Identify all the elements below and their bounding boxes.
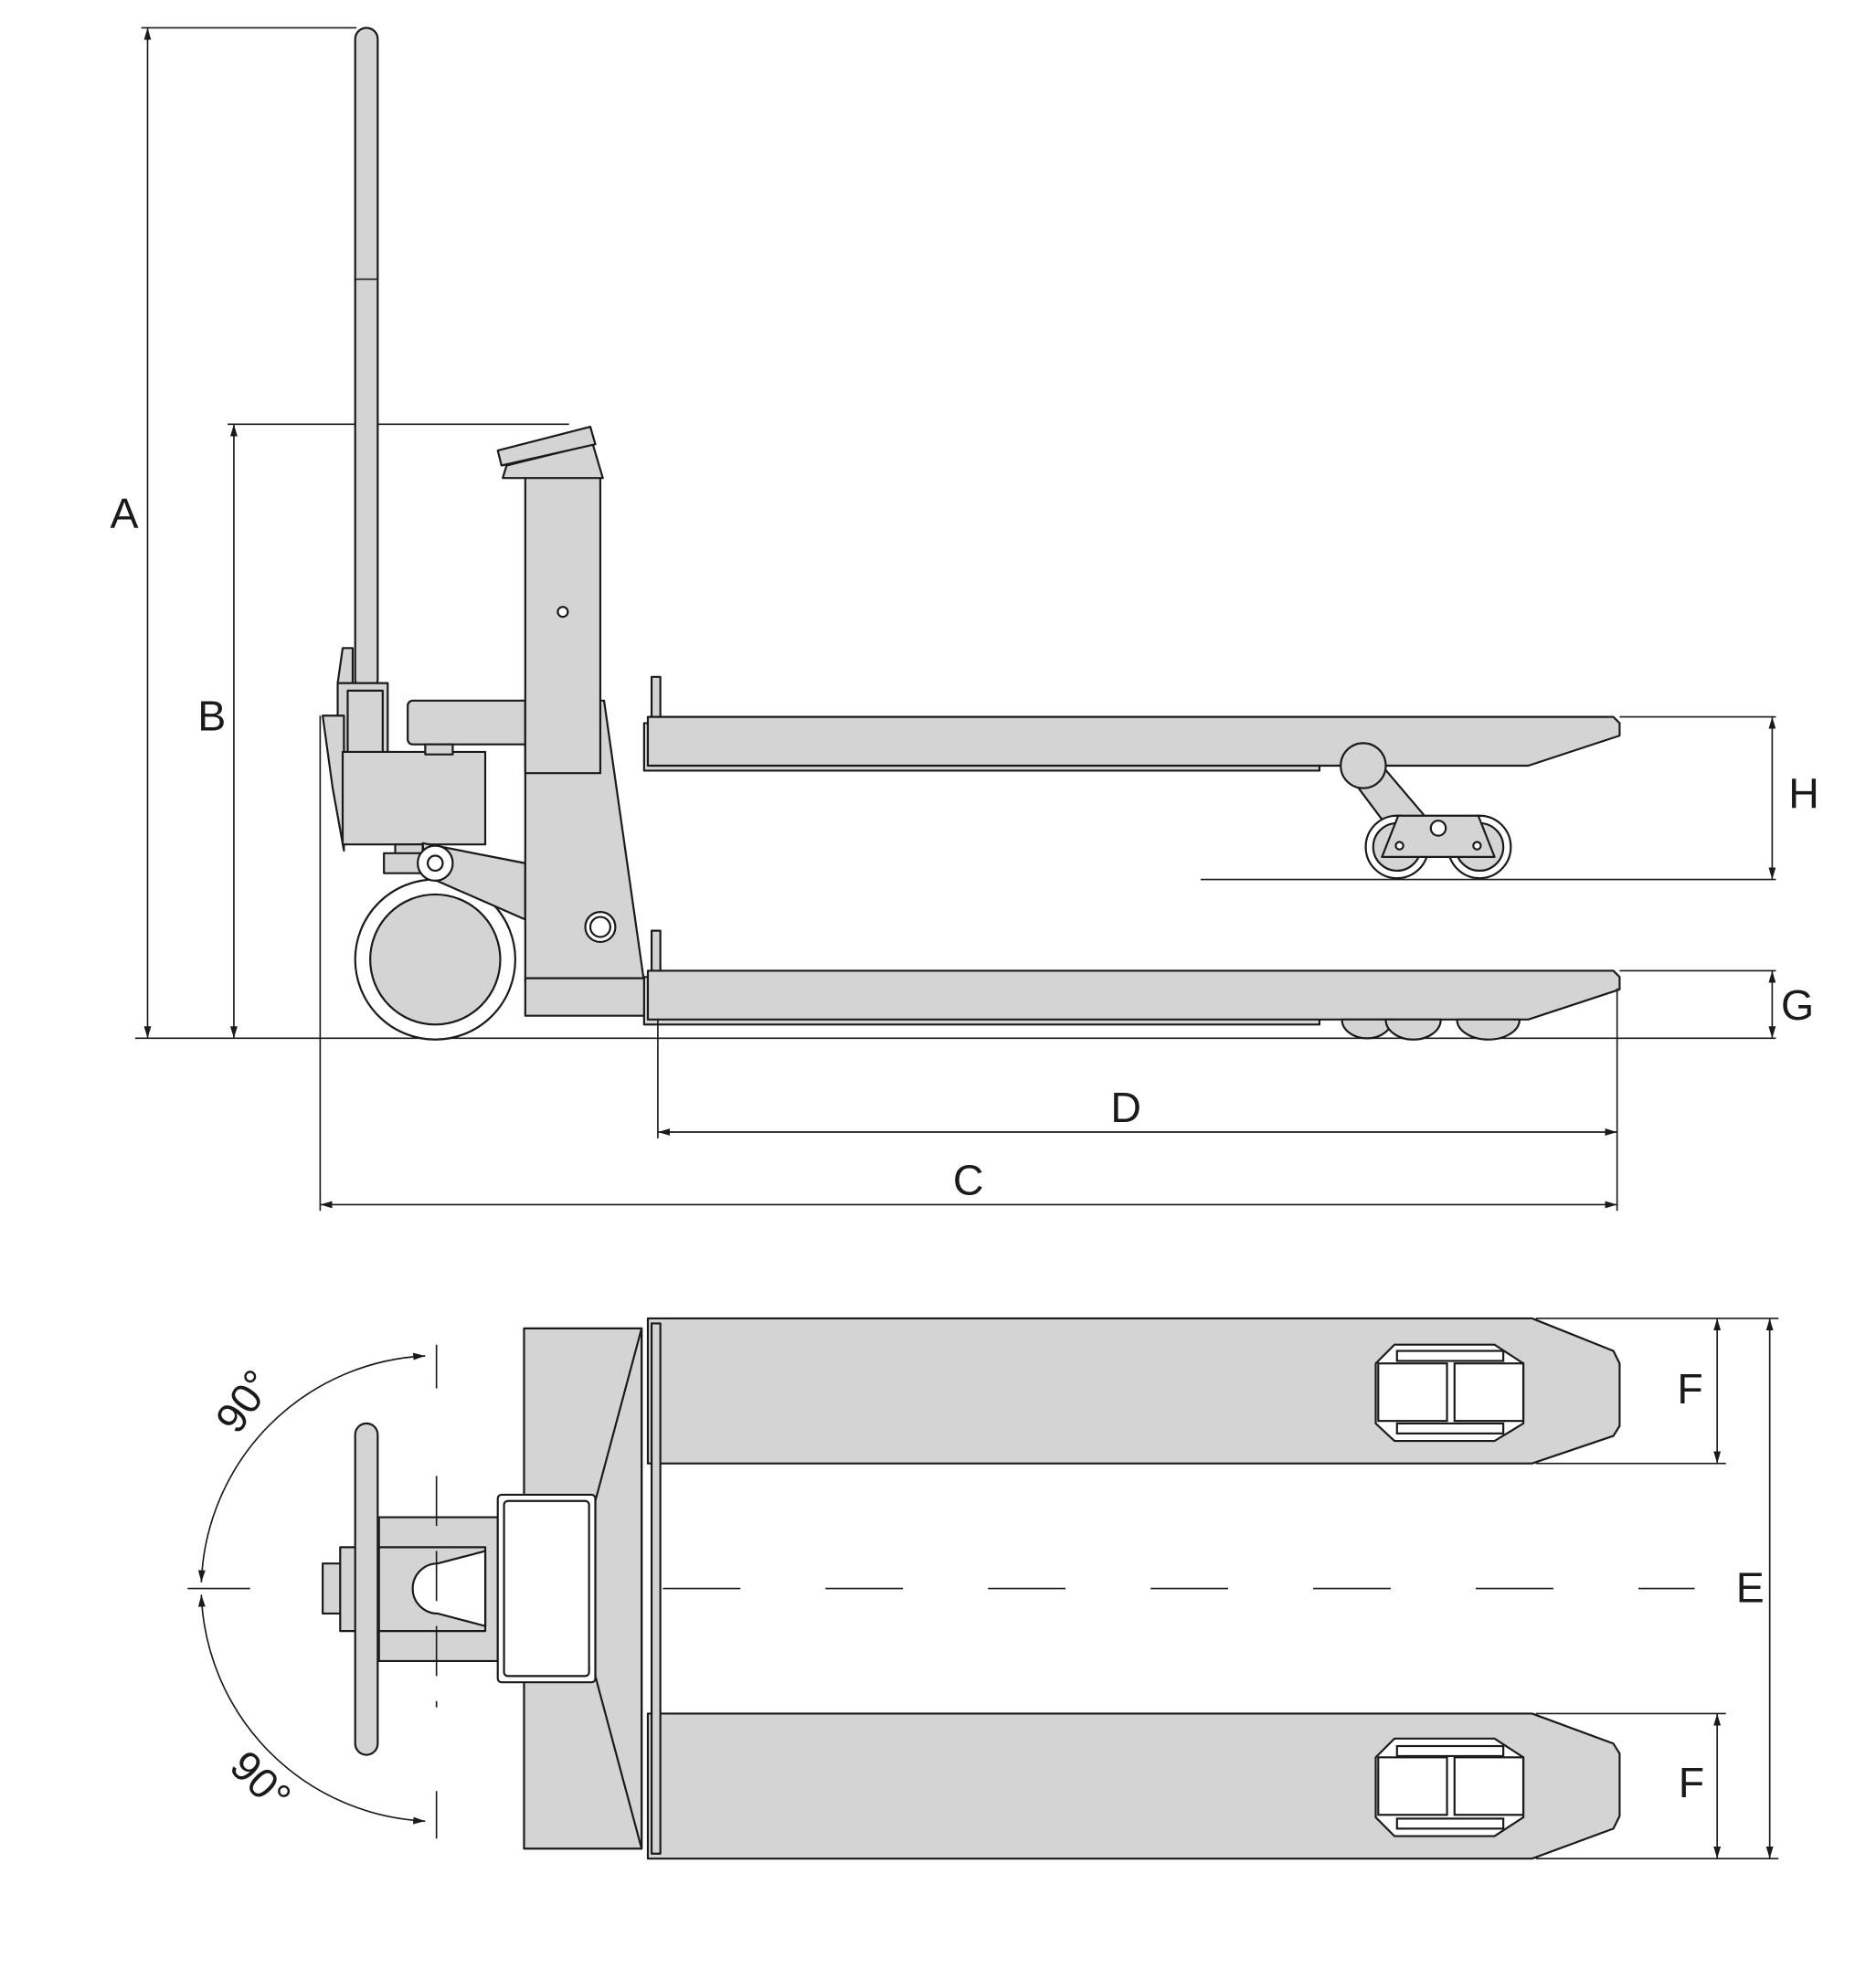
- label-f-top: F: [1677, 1365, 1702, 1413]
- label-g: G: [1781, 981, 1814, 1029]
- label-b: B: [197, 693, 226, 740]
- angle-lower: 90°: [221, 1741, 301, 1821]
- label-a: A: [110, 490, 138, 537]
- label-c: C: [953, 1156, 984, 1203]
- upper-fork-side: [646, 715, 1621, 767]
- label-e: E: [1736, 1564, 1765, 1612]
- handle: [354, 26, 379, 692]
- pump-housing: [341, 750, 487, 846]
- upper-fork-top: [646, 1317, 1621, 1465]
- label-f-bottom: F: [1679, 1759, 1704, 1806]
- rotation-arc-lower: [197, 1594, 426, 1825]
- side-view: A B H G: [110, 26, 1819, 1212]
- upper-rollers: [1374, 1343, 1525, 1443]
- display-head: [496, 425, 597, 467]
- handle-top: [354, 1422, 379, 1756]
- angle-upper: 90°: [207, 1361, 282, 1441]
- indicator-column: [524, 474, 602, 775]
- lower-rollers: [1374, 1737, 1525, 1837]
- label-h: H: [1788, 770, 1819, 818]
- lower-fork-side: [646, 969, 1621, 1021]
- top-view: E F F 90° 90°: [187, 1317, 1779, 1860]
- lower-fork-top: [646, 1712, 1621, 1860]
- label-d: D: [1110, 1084, 1141, 1131]
- rotation-arc-upper: [197, 1352, 426, 1583]
